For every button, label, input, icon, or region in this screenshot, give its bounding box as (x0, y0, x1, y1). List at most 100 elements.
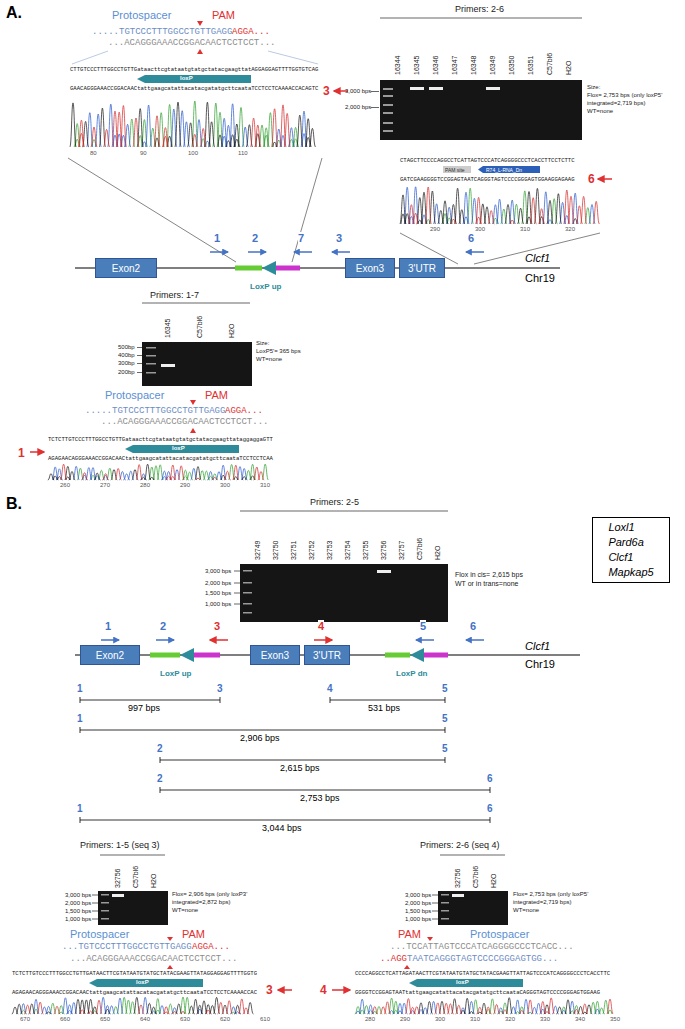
loxp-site-label: LoxP up (160, 669, 191, 678)
sequence-text: ..AGG (380, 954, 407, 964)
chromatogram-trace (60, 464, 264, 480)
ladder-tick (371, 91, 379, 92)
distance-label: 997 bps (128, 703, 160, 713)
size-note: WT=none (513, 907, 539, 913)
primer-title: Primers: 1-5 (seq 3) (80, 840, 160, 850)
primer-number: 1 (214, 232, 220, 244)
primer-title: Primers: 1-7 (150, 290, 199, 300)
primer-number: 3 (336, 232, 342, 244)
exon-box: Exon3 (250, 645, 300, 665)
primer-number: 6 (468, 232, 474, 244)
ladder-size: 3,000 bps (205, 568, 231, 574)
primer-number: 3 (217, 683, 223, 694)
exon-box: 3'UTR (399, 258, 445, 278)
read-arrow (598, 178, 612, 180)
loxp-triangle (262, 261, 276, 275)
exon-box: Exon3 (345, 258, 395, 278)
primer-annotation (478, 166, 540, 173)
ladder-size: 200bp (118, 369, 135, 375)
cut-marker (427, 937, 433, 941)
chromatogram (12, 101, 613, 1014)
pam-label: PAM (205, 389, 228, 401)
homology-arm (424, 653, 448, 658)
title-rule (380, 18, 582, 19)
zoom-line (474, 233, 600, 264)
loxp-triangle (180, 648, 194, 662)
exon-label: Exon2 (96, 650, 124, 661)
ladder-band (101, 918, 109, 920)
axis-number: 280 (365, 1016, 375, 1022)
size-note: WT=none (172, 907, 198, 913)
loxp-site-label: LoxP up (250, 282, 281, 291)
axis-number: 270 (100, 482, 110, 488)
guide-line (268, 51, 318, 64)
ladder-band (243, 592, 252, 594)
lane-label: 32756 (114, 869, 121, 888)
distance-bar (160, 757, 445, 763)
homology-arm (194, 653, 220, 658)
primer-number: 2 (252, 232, 258, 244)
ladder-band (243, 582, 252, 584)
ladder-tick (432, 919, 438, 920)
gene-name: Clcf1 (525, 252, 550, 264)
ladder-size: 300bp (118, 360, 135, 366)
ladder-band (441, 918, 449, 920)
sequence-text: .....TGTCCCTTTGGCCTGTTGAGG (92, 27, 232, 37)
ladder-size: 1,500 bps (65, 908, 91, 914)
ladder-size: 2,000 bps (345, 104, 371, 110)
lane-label: 32751 (290, 541, 297, 560)
sequence-text: AGGA... (232, 27, 270, 37)
size-note: integrated=2,872 bps) (172, 899, 231, 905)
axis-number: 110 (238, 150, 248, 156)
lane-label: 32752 (308, 541, 315, 560)
primer-number: 6 (487, 803, 493, 814)
cut-marker (190, 428, 196, 433)
axis-number: 280 (140, 482, 150, 488)
panel-letter: A. (6, 4, 22, 22)
ladder-tick (432, 895, 438, 896)
distance-label: 2,753 bps (300, 793, 340, 803)
chromatogram-trace (48, 464, 255, 480)
pam-label: PAM (212, 9, 235, 21)
lane-label: 16347 (451, 56, 458, 75)
guide-line (72, 51, 108, 64)
ladder-tick (234, 604, 240, 605)
cut-marker (197, 49, 203, 54)
axis-number: 620 (220, 1016, 230, 1022)
axis-number: 290 (430, 226, 440, 232)
primer-arrow (416, 639, 434, 641)
loxp-label: loxP (456, 979, 469, 985)
ladder-size: 2,000 bps (205, 580, 231, 586)
protospacer-label: Protospacer (105, 389, 164, 401)
distance-bar (160, 787, 490, 793)
axis-number: 290 (400, 1016, 410, 1022)
primer-number: 1 (77, 683, 83, 694)
loxp-label: loxP (172, 445, 185, 451)
sequence-text: ...ACAGGGAAACCGGACAACTCCTCCT... (101, 417, 268, 427)
title-rule (100, 855, 165, 856)
loxp-triangle (410, 648, 424, 662)
lane-label: C57bl6 (546, 53, 553, 75)
ladder-band (383, 122, 393, 124)
lane-label: 16344 (394, 56, 401, 75)
ladder-tick (137, 347, 142, 348)
cut-marker (190, 400, 196, 405)
pcr-band (161, 364, 175, 367)
ladder-tick (234, 583, 240, 584)
gene-list: Loxl1 Pard6a Clcf1 Mapkap5 (608, 520, 653, 579)
exon-label: Exon2 (112, 263, 140, 274)
ladder-size: 1,000 bps (65, 916, 91, 922)
ladder-band (146, 355, 156, 357)
homology-arm (385, 653, 410, 658)
pam-label: PAM (182, 928, 205, 940)
ladder-tick (92, 903, 98, 904)
exon-box: Exon2 (80, 645, 140, 665)
primer-number: 5 (442, 743, 448, 754)
primer-number: 2 (160, 620, 166, 632)
ladder-band (101, 910, 109, 912)
axis-number: 300 (475, 226, 485, 232)
cut-marker (197, 21, 203, 26)
title-rule (142, 303, 250, 304)
gene-list-box: Loxl1 Pard6a Clcf1 Mapkap5 (592, 517, 670, 583)
distance-label: 2,615 bps (280, 763, 320, 773)
